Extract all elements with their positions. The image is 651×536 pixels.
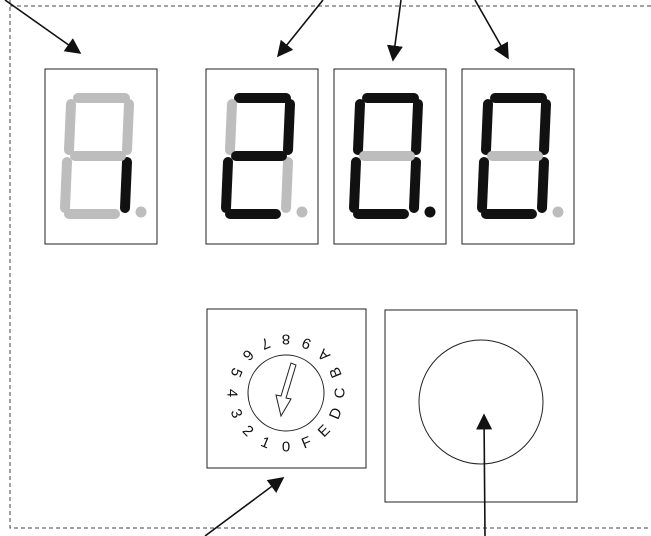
decimal-point [135, 206, 147, 218]
dial-label-a: A [315, 345, 334, 364]
digit-3 [349, 93, 436, 219]
digit-4-box [461, 68, 575, 245]
digit-4 [477, 93, 564, 219]
arrow-pointer-icon [275, 362, 297, 418]
seven-segment-display [60, 93, 564, 219]
dial-label-3: 3 [227, 407, 246, 421]
rotary-switch-box [206, 308, 367, 469]
digit-2-arrow [276, 0, 324, 58]
segment-e [60, 157, 72, 213]
dial-label-0: 0 [282, 439, 290, 456]
segment-c [537, 157, 549, 213]
dial-label-d: D [326, 405, 346, 422]
rotary-switch-arrow [204, 477, 285, 536]
digit-1-box [44, 68, 158, 245]
board-border [9, 0, 651, 529]
dial-label-7: 7 [258, 334, 272, 353]
segment-f [353, 99, 365, 155]
segment-e [349, 157, 361, 213]
digit-4-arrow [474, 0, 509, 60]
button-arrow [476, 413, 493, 536]
segment-b [122, 99, 134, 155]
digit-3-arrow [386, 0, 403, 62]
dial-label-b: B [326, 364, 346, 380]
segment-e [221, 157, 233, 213]
dial-label-1: 1 [258, 433, 272, 452]
round-button-icon[interactable] [418, 339, 544, 465]
segment-b [283, 99, 295, 155]
button-box [384, 309, 578, 503]
segment-b [539, 99, 551, 155]
digit-2-box [205, 68, 319, 245]
segment-b [411, 99, 423, 155]
decimal-point [296, 206, 308, 218]
segment-f [481, 99, 493, 155]
dial-label-e: E [315, 422, 334, 441]
dial-label-2: 2 [239, 422, 257, 440]
segment-c [281, 157, 293, 213]
dial-label-8: 8 [282, 331, 290, 348]
digit-3-box [333, 68, 447, 245]
dial-label-5: 5 [227, 365, 246, 379]
digit-1 [60, 93, 147, 219]
decimal-point [552, 206, 564, 218]
decimal-point [424, 206, 436, 218]
dial-label-f: F [299, 433, 314, 452]
rotary-switch-knob[interactable] [247, 354, 325, 432]
dial-label-9: 9 [300, 334, 314, 353]
segment-c [120, 157, 132, 213]
segment-f [225, 99, 237, 155]
dial-label-c: C [332, 387, 349, 398]
segment-e [477, 157, 489, 213]
digit-2 [221, 93, 308, 219]
segment-c [409, 157, 421, 213]
dial-label-6: 6 [239, 346, 257, 364]
digit-1-arrow [4, 0, 82, 54]
dial-label-4: 4 [224, 389, 241, 397]
segment-f [64, 99, 76, 155]
